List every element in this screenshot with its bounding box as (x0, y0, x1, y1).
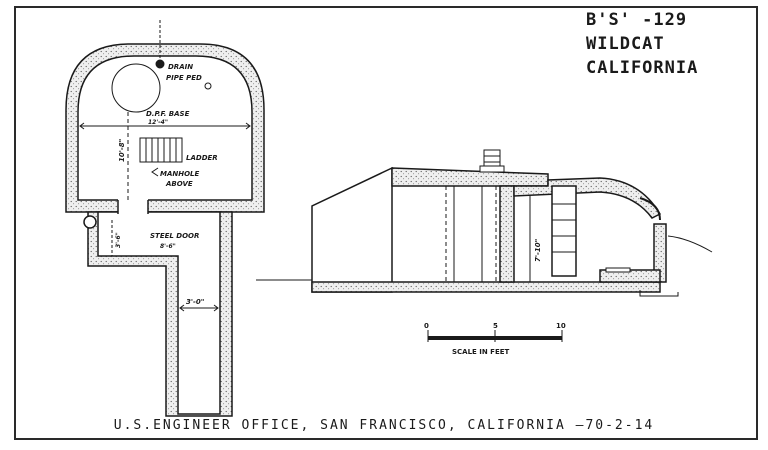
scale-bar (427, 330, 563, 342)
scale-label: SCALE IN FEET (452, 348, 510, 356)
scale-tick-5: 5 (493, 322, 498, 330)
label-drain: DRAIN (168, 63, 193, 71)
title-line-2: WILDCAT (586, 34, 665, 54)
title-line-3: CALIFORNIA (586, 58, 699, 78)
plan-corridor-inner (97, 211, 221, 415)
scale-tick-10: 10 (556, 322, 566, 330)
plan-drain-corner (83, 215, 97, 229)
label-above: ABOVE (165, 180, 193, 188)
section-ladder (551, 185, 577, 277)
label-dpf-base-dim: 12'-4" (148, 119, 168, 126)
label-steel-door-dim: 8'-6" (160, 243, 176, 250)
label-manhole: MANHOLE (160, 170, 200, 178)
drawing-border (14, 6, 758, 440)
plan-view (65, 43, 265, 417)
section-interior-wall (499, 185, 515, 283)
label-ladder: LADDER (186, 154, 218, 162)
footer-credit: U.S.ENGINEER OFFICE, SAN FRANCISCO, CALI… (113, 418, 655, 433)
title-line-1: B'S' -129 (586, 10, 688, 30)
label-steel-door: STEEL DOOR (150, 232, 199, 240)
label-corridor-width: 3'-0" (186, 298, 204, 306)
section-left-wall (311, 166, 393, 293)
steel-door-opening (118, 198, 148, 214)
plan-room (77, 55, 253, 201)
section-view (256, 166, 667, 293)
section-floor-slab (311, 281, 661, 293)
ladder-icon (139, 137, 183, 163)
right-berm (639, 197, 661, 221)
label-pipe-ped: PIPE PED (166, 74, 202, 82)
dpf-circle (111, 63, 161, 113)
drain-pipe (639, 290, 679, 297)
vent-cap (483, 149, 501, 169)
scale-tick-0: 0 (424, 322, 429, 330)
label-vertical-dim: 10'-8" (118, 139, 126, 162)
title-block: B'S' -129 WILDCAT CALIFORNIA (586, 8, 726, 80)
label-height-dim: 7'-10" (534, 239, 542, 262)
section-roof-slab (391, 167, 549, 187)
section-right-step (599, 269, 661, 283)
pipe-ped-circle (204, 82, 212, 90)
right-terrain (667, 235, 713, 253)
label-dpf-base: D.P.F. BASE (146, 110, 190, 118)
label-passage-dim: 3'-6" (115, 232, 122, 248)
